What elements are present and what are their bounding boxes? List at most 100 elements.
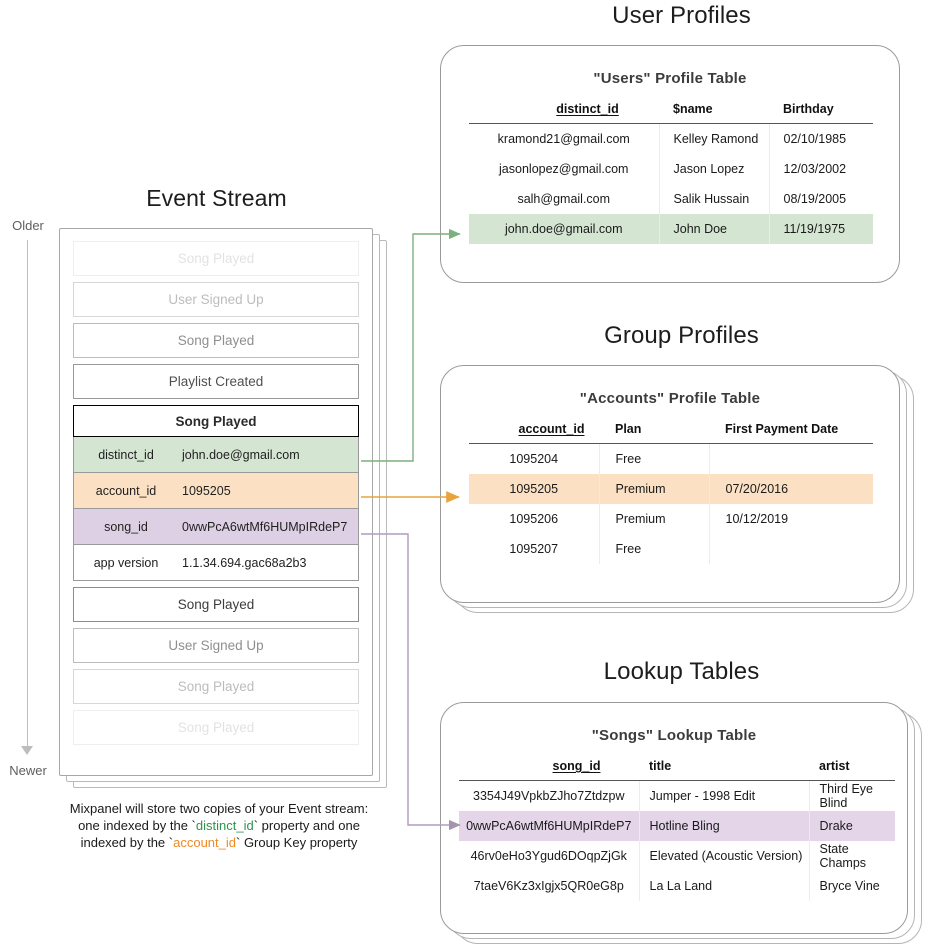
event-row-below-3[interactable]: Song Played bbox=[73, 710, 359, 745]
event-property-key: app version bbox=[93, 555, 159, 570]
column-header--name: $name bbox=[659, 101, 769, 124]
table-cell-key: 1095206 bbox=[469, 503, 600, 534]
key-link[interactable]: 0wwPcA6wtMf6HUMpIRdeP7 bbox=[466, 819, 632, 833]
event-row-label: Song Played bbox=[177, 720, 255, 735]
caption-line-2-post: ` property and one bbox=[253, 818, 360, 833]
event-row-label: Song Played bbox=[177, 679, 255, 694]
table-cell-key: 3354J49VpkbZJho7Ztdzpw bbox=[459, 780, 640, 811]
table-cell: Third Eye Blind bbox=[819, 782, 874, 810]
section-title-group-profiles: Group Profiles bbox=[604, 322, 759, 349]
table-cell: 07/20/2016 bbox=[709, 473, 873, 504]
expanded-event-name: Song Played bbox=[73, 405, 359, 437]
key-link[interactable]: 1095206 bbox=[509, 511, 559, 526]
table-cell-key: jasonlopez@gmail.com bbox=[469, 153, 660, 184]
event-row-below-2[interactable]: Song Played bbox=[73, 669, 359, 704]
table-cell: Kelley Ramond bbox=[659, 123, 770, 154]
table-cell: 08/19/2005 bbox=[783, 191, 847, 206]
key-link[interactable]: 1095207 bbox=[509, 541, 559, 556]
event-row-above-0[interactable]: Song Played bbox=[73, 241, 359, 276]
caption-line-3-post: ` Group Key property bbox=[236, 835, 358, 850]
axis-label-newer: Newer bbox=[9, 763, 47, 778]
table-row[interactable]: 1095206 Premium 10/12/2019 bbox=[469, 503, 873, 534]
key-link[interactable]: jasonlopez@gmail.com bbox=[499, 161, 629, 176]
table-cell: 02/10/1985 bbox=[783, 131, 847, 146]
event-row-label: User Signed Up bbox=[168, 638, 264, 653]
caption-line-3-pre: indexed by the ` bbox=[80, 835, 174, 850]
table-cell bbox=[709, 534, 873, 564]
column-header-birthday: Birthday bbox=[769, 101, 873, 124]
event-property-key: distinct_id bbox=[98, 447, 154, 462]
table-row[interactable]: 1095204 Free bbox=[469, 443, 873, 474]
key-link[interactable]: john.doe@gmail.com bbox=[504, 221, 623, 236]
caption-line-2-pre: one indexed by the ` bbox=[78, 818, 196, 833]
section-title-user-profiles: User Profiles bbox=[612, 2, 751, 29]
event-property-value: 0wwPcA6wtMf6HUMpIRdeP7 bbox=[182, 519, 348, 534]
section-title-event-stream: Event Stream bbox=[146, 185, 287, 211]
event-row-above-3[interactable]: Playlist Created bbox=[73, 364, 359, 399]
caption-token-account-id: account_id bbox=[173, 835, 236, 850]
caption-line-1: Mixpanel will store two copies of your E… bbox=[69, 801, 369, 816]
table-cell: State Champs bbox=[819, 842, 867, 870]
table-cell-key: 46rv0eHo3Ygud6DOqpZjGk bbox=[459, 841, 640, 871]
table-cell-key: salh@gmail.com bbox=[469, 183, 660, 214]
table-cell: 10/12/2019 bbox=[725, 511, 789, 526]
table-cell bbox=[709, 444, 873, 474]
table-cell: Bryce Vine bbox=[819, 879, 880, 893]
key-link[interactable]: 1095204 bbox=[509, 451, 559, 466]
event-row-below-1[interactable]: User Signed Up bbox=[73, 628, 359, 663]
key-link[interactable]: 1095205 bbox=[509, 481, 559, 496]
caption-line-2: one indexed by the `distinct_id` propert… bbox=[28, 817, 410, 834]
event-row-above-1[interactable]: User Signed Up bbox=[73, 282, 359, 317]
time-axis: Older Newer bbox=[0, 218, 56, 778]
table-cell-key: 1095205 bbox=[469, 473, 600, 504]
column-header-account-id: account_id bbox=[469, 421, 599, 444]
table-row[interactable]: kramond21@gmail.com Kelley Ramond 02/10/19… bbox=[469, 123, 873, 154]
table-cell: Free bbox=[599, 443, 710, 474]
key-link[interactable]: 7taeV6Kz3xIgjx5QR0eG8p bbox=[473, 879, 624, 893]
axis-label-older: Older bbox=[12, 218, 44, 233]
event-row-below-0[interactable]: Song Played bbox=[73, 587, 359, 622]
key-link[interactable]: kramond21@gmail.com bbox=[497, 131, 630, 146]
event-property-value: 1095205 bbox=[182, 483, 231, 498]
event-row-label: Song Played bbox=[177, 597, 255, 612]
event-row-label: Playlist Created bbox=[168, 374, 264, 389]
table-cell-key: 1095204 bbox=[469, 443, 600, 474]
table-cell: John Doe bbox=[659, 213, 770, 244]
key-link[interactable]: 46rv0eHo3Ygud6DOqpZjGk bbox=[470, 849, 627, 863]
key-link[interactable]: salh@gmail.com bbox=[517, 191, 611, 206]
column-header-song-id: song_id bbox=[459, 758, 639, 781]
table-cell: Premium bbox=[599, 473, 710, 504]
table-cell-key: john.doe@gmail.com bbox=[469, 213, 660, 244]
event-row-above-2[interactable]: Song Played bbox=[73, 323, 359, 358]
table-cell: Drake bbox=[809, 811, 895, 841]
event-row-label: Song Played bbox=[177, 251, 255, 266]
table-cell: Premium bbox=[599, 503, 710, 534]
key-link[interactable]: 3354J49VpkbZJho7Ztdzpw bbox=[473, 789, 625, 803]
table-row[interactable]: 1095207 Free bbox=[469, 533, 873, 564]
event-row-label: Song Played bbox=[177, 333, 255, 348]
table-cell-key: kramond21@gmail.com bbox=[469, 123, 660, 154]
column-header-title: title bbox=[639, 758, 809, 781]
table-cell: Free bbox=[599, 533, 710, 564]
accounts-table-title: "Accounts" Profile Table bbox=[579, 390, 761, 407]
